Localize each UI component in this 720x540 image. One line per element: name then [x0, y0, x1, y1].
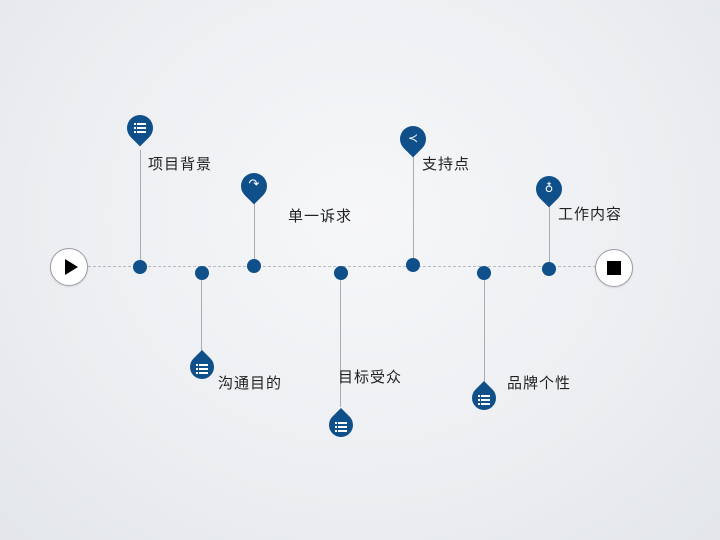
item-label: 目标受众 [338, 368, 403, 386]
list-icon [134, 123, 146, 133]
timeline-node[interactable] [406, 258, 420, 272]
stop-icon [607, 261, 621, 275]
timeline-node[interactable] [334, 266, 348, 280]
share-icon: ≺ [407, 131, 419, 145]
timeline-node[interactable] [477, 266, 491, 280]
list-icon [196, 364, 208, 374]
connector-line [140, 150, 141, 267]
connector-line [549, 205, 550, 268]
connector-line [413, 150, 414, 264]
timeline-node[interactable] [195, 266, 209, 280]
stop-button[interactable] [595, 249, 633, 287]
connector-line [254, 202, 255, 265]
play-button[interactable] [50, 248, 88, 286]
item-label: 工作内容 [558, 205, 623, 223]
redo-arrow-icon: ↷ [248, 177, 260, 192]
connector-line [201, 272, 202, 352]
timeline-node[interactable] [542, 262, 556, 276]
connector-line [484, 272, 485, 384]
list-icon [478, 395, 490, 405]
play-icon [65, 259, 78, 275]
item-label: 沟通目的 [218, 374, 283, 392]
timeline-node[interactable] [133, 260, 147, 274]
item-label: 单一诉求 [288, 207, 353, 225]
item-label: 品牌个性 [507, 374, 572, 392]
timeline-node[interactable] [247, 259, 261, 273]
list-icon [335, 422, 347, 432]
item-label: 项目背景 [148, 155, 213, 173]
connector-line [340, 272, 341, 407]
lightbulb-icon: ♁ [544, 181, 554, 195]
item-label: 支持点 [422, 155, 471, 173]
